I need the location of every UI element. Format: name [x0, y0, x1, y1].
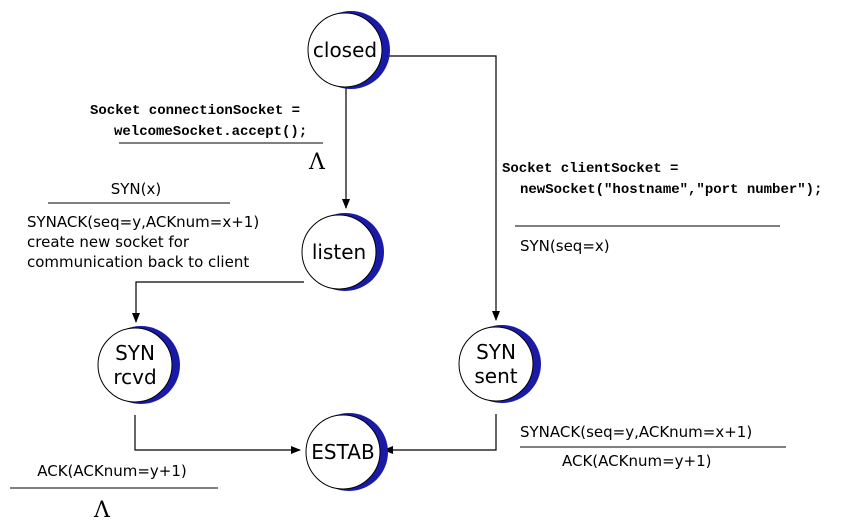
state-syn-rcvd-label-line2: rcvd	[113, 365, 156, 389]
edge-syn-sent-to-estab	[383, 414, 497, 454]
event-text: SYN(x)	[111, 180, 162, 198]
state-closed-label: closed	[313, 38, 377, 62]
edge-listen-to-syn-rcvd	[132, 281, 304, 323]
action-text: communication back to client	[27, 253, 249, 271]
action-lambda: Λ	[93, 498, 111, 523]
label-listen-to-syn-rcvd: SYN(x) SYNACK(seq=y,ACKnum=x+1) create n…	[27, 180, 259, 271]
state-syn-sent-label-line1: SYN	[476, 340, 516, 364]
label-closed-to-listen: Socket connectionSocket = welcomeSocket.…	[90, 103, 326, 175]
state-estab: ESTAB	[305, 413, 388, 491]
state-estab-label: ESTAB	[311, 440, 374, 464]
event-text: SYNACK(seq=y,ACKnum=x+1)	[520, 423, 752, 441]
event-text: Socket clientSocket =	[502, 161, 678, 177]
action-text: SYNACK(seq=y,ACKnum=x+1)	[27, 213, 259, 231]
state-circle	[458, 326, 534, 402]
label-syn-rcvd-to-estab: ACK(ACKnum=y+1) Λ	[10, 462, 218, 523]
state-circle	[97, 327, 173, 403]
state-syn-rcvd-label-line1: SYN	[115, 341, 155, 365]
state-circle	[307, 12, 383, 88]
event-text: Socket connectionSocket =	[90, 103, 300, 119]
action-text: SYN(seq=x)	[520, 237, 610, 255]
label-syn-sent-to-estab: SYNACK(seq=y,ACKnum=x+1) ACK(ACKnum=y+1)	[520, 423, 786, 470]
action-text: create new socket for	[27, 233, 190, 251]
state-circle	[305, 414, 381, 490]
state-closed: closed	[307, 11, 390, 89]
state-listen: listen	[301, 213, 384, 291]
state-listen-label: listen	[312, 240, 366, 264]
state-syn-rcvd: SYN rcvd	[97, 326, 180, 404]
event-text: newSocket("hostname","port number");	[520, 182, 822, 198]
edge-syn-rcvd-to-estab	[134, 415, 301, 454]
state-syn-sent: SYN sent	[458, 325, 541, 403]
state-syn-sent-label-line2: sent	[474, 364, 517, 388]
action-lambda: Λ	[308, 150, 326, 175]
edge-closed-to-syn-sent	[385, 55, 500, 321]
event-text: ACK(ACKnum=y+1)	[37, 462, 187, 480]
action-text: ACK(ACKnum=y+1)	[562, 452, 712, 470]
label-closed-to-syn-sent: Socket clientSocket = newSocket("hostnam…	[502, 161, 822, 255]
state-circle	[301, 214, 377, 290]
event-text: welcomeSocket.accept();	[114, 124, 307, 140]
